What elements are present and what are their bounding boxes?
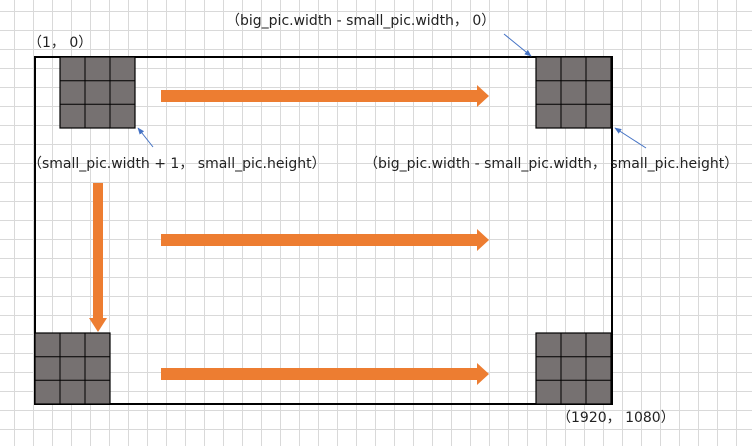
label-left-second-row: （small_pic.width + 1， small_pic.height）	[28, 156, 326, 172]
label-top-right-start: （big_pic.width - small_pic.width， 0）	[226, 13, 496, 29]
small-tile-bottom-right	[535, 332, 612, 405]
orange-arrow-row3	[161, 363, 489, 385]
small-tile-top-right	[535, 56, 612, 129]
label-bottom-right-end: （1920， 1080）	[557, 410, 675, 426]
pointer-arrow-left-second-row	[137, 127, 154, 148]
orange-arrow-row2	[161, 229, 489, 251]
small-tile-bottom-left	[34, 332, 111, 405]
small-tile-top-left	[59, 56, 136, 129]
big-picture-frame	[34, 56, 613, 405]
label-top-left-origin: （1， 0）	[28, 35, 93, 51]
pointer-arrow-top-right	[503, 33, 532, 57]
pointer-arrow-right-second-row	[614, 127, 647, 149]
orange-arrow-down	[89, 183, 107, 332]
label-right-second-row: （big_pic.width - small_pic.width， small_…	[364, 156, 739, 172]
orange-arrow-row1	[161, 85, 489, 107]
